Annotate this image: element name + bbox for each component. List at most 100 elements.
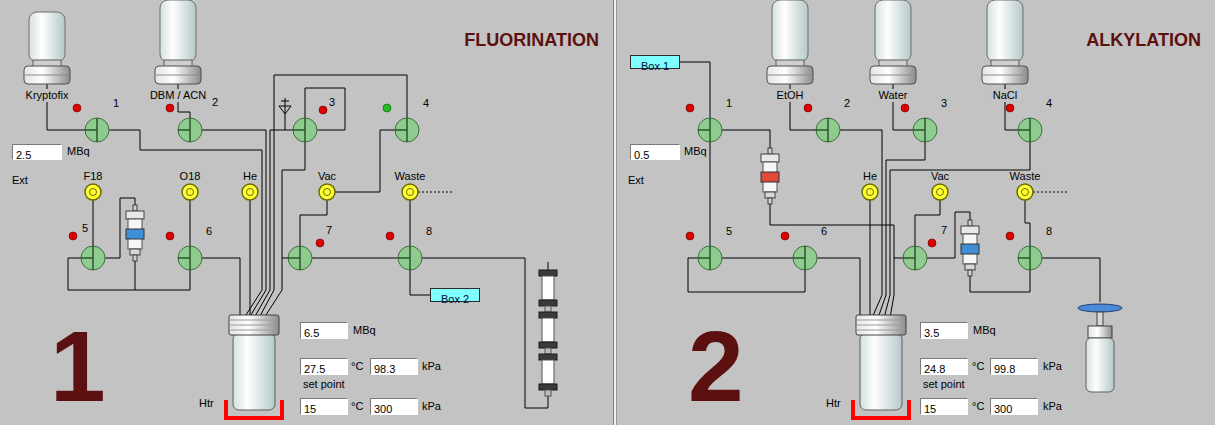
reagent-bottle — [870, 0, 916, 84]
link-tag: Box 1 — [630, 55, 680, 69]
gas-port — [85, 184, 101, 200]
wire — [722, 258, 793, 259]
value-field: 99.8 — [990, 358, 1038, 375]
valve-path — [793, 257, 805, 259]
valve-symbol — [288, 246, 312, 270]
valve-symbol — [395, 118, 419, 142]
product-vial-body — [1086, 338, 1114, 392]
vial-cap — [229, 315, 279, 335]
label: °C — [351, 400, 363, 413]
gas-port — [1017, 184, 1033, 200]
valve-path — [293, 129, 305, 131]
bottle-cap — [24, 66, 70, 84]
valve-body — [816, 118, 840, 142]
panel-background — [0, 0, 613, 425]
port-center — [1022, 189, 1029, 196]
label: kPa — [422, 400, 441, 413]
field-value: 2.5 — [16, 149, 31, 161]
field-value: 15 — [924, 403, 936, 415]
value-field: 3.5 — [920, 322, 968, 339]
vial-cap — [856, 315, 906, 335]
wire — [915, 200, 940, 246]
cartridge-cap — [961, 226, 979, 234]
heater-bracket — [226, 400, 282, 418]
port-ring — [319, 184, 335, 200]
label: MBq — [353, 324, 376, 337]
label: set point — [303, 378, 345, 391]
cap-groove — [857, 325, 905, 326]
field-value: 6.5 — [304, 327, 319, 339]
cartridge-end — [130, 249, 140, 255]
cartridge-tip — [768, 198, 772, 204]
label: Waste — [1010, 170, 1041, 183]
label: kPa — [1043, 400, 1062, 413]
module-number: 1 — [50, 316, 106, 416]
wire — [884, 142, 1030, 318]
panel-title: ALKYLATION — [1086, 30, 1201, 51]
label: Water — [877, 89, 910, 102]
wire — [870, 200, 871, 318]
wire — [722, 130, 770, 148]
wire — [894, 258, 903, 259]
cap-groove — [983, 75, 1027, 76]
wire — [93, 200, 94, 246]
status-lamp — [686, 104, 694, 112]
wire — [190, 200, 191, 246]
status-lamp — [1006, 232, 1014, 240]
bottle-body — [772, 0, 808, 62]
label: 6 — [821, 225, 827, 238]
valve-path — [698, 257, 710, 259]
valve-body — [793, 246, 817, 270]
value-field: 98.3 — [370, 358, 418, 375]
cartridge-tip — [133, 255, 137, 261]
wire — [548, 262, 549, 270]
column-ring — [539, 384, 557, 390]
module-number: 2 — [688, 316, 744, 416]
label: Htr — [826, 397, 841, 410]
cap-groove — [857, 320, 905, 321]
panel-divider-shadow — [616, 0, 617, 425]
label: 5 — [82, 222, 88, 235]
valve-body — [1018, 246, 1042, 270]
gas-port — [319, 184, 335, 200]
label: kPa — [1043, 360, 1062, 373]
cap-groove — [230, 325, 278, 326]
valve-symbol — [913, 118, 937, 142]
label: 5 — [726, 225, 732, 238]
status-lamp — [386, 232, 394, 240]
port-center — [937, 189, 944, 196]
port-ring — [932, 184, 948, 200]
label: F18 — [84, 170, 103, 183]
label: 8 — [1046, 225, 1052, 238]
filter-and-product-vial — [1078, 304, 1122, 392]
port-center — [247, 189, 254, 196]
port-ring — [85, 184, 101, 200]
label: 8 — [426, 225, 432, 238]
valve-body — [903, 246, 927, 270]
wire — [878, 142, 925, 318]
status-lamp — [686, 232, 694, 240]
gas-port — [402, 184, 418, 200]
valve-body — [913, 118, 937, 142]
wire — [259, 75, 407, 318]
cartridge-cap — [761, 154, 779, 162]
label: Ext — [12, 174, 28, 187]
column-ring — [539, 342, 557, 348]
value-field: 15 — [920, 398, 968, 415]
valve-path — [81, 257, 93, 259]
value-field: 27.5 — [300, 358, 348, 375]
panel-divider-shadow — [613, 0, 614, 425]
gas-port — [182, 184, 198, 200]
reagent-bottle — [982, 0, 1028, 84]
heater-bracket — [853, 400, 909, 418]
bottle-body — [987, 0, 1023, 62]
valve-path — [1018, 257, 1030, 259]
reactor-vial — [853, 315, 909, 418]
label: 1 — [726, 97, 732, 110]
valve-body — [395, 118, 419, 142]
value-field: 24.8 — [920, 358, 968, 375]
label: O18 — [180, 170, 201, 183]
filter-stem — [1097, 312, 1103, 326]
valve-body — [698, 246, 722, 270]
status-lamp — [73, 104, 81, 112]
